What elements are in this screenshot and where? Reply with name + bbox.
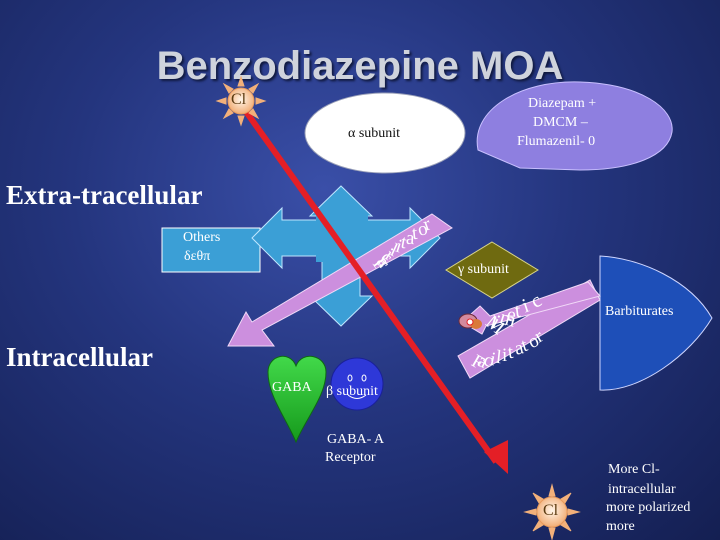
arrow-label-letter: i: [502, 344, 508, 366]
facilitator-upper-arrow: [227, 213, 453, 347]
others-subunit-label: Others: [183, 230, 221, 245]
chloride-ion-bottom-label: Cl: [543, 502, 559, 519]
effect-line-4: more: [606, 519, 635, 534]
chloride-ion-top-icon: [215, 75, 267, 127]
receptor-label-line-1: GABA- A: [327, 432, 385, 447]
mimetic-gaba-blobs: [458, 313, 482, 329]
barbiturate-binding-shape: [599, 255, 713, 391]
alpha-subunit-oval: [304, 92, 466, 174]
chloride-ion-bottom-icon: [523, 483, 581, 540]
beta-face: [347, 374, 367, 399]
extracellular-label: Extra-tracellular: [6, 180, 203, 210]
others-subunit-box: [161, 227, 261, 273]
chloride-ion-top-label: Cl: [231, 91, 247, 108]
others-subunit-greek: δεθπ: [184, 249, 211, 264]
chloride-flow-line: [239, 104, 499, 464]
chloride-flow-arrowhead: [484, 440, 508, 474]
gaba-heart: [267, 355, 327, 444]
drug-binding-oval: [476, 81, 673, 171]
alpha-subunit-label: α subunit: [348, 126, 401, 141]
effect-line-1: More Cl-: [608, 462, 660, 477]
barbiturates-label: Barbiturates: [605, 304, 674, 319]
slide-title: Benzodiazepine MOA: [156, 44, 564, 88]
gamma-subunit-diamond: [445, 241, 539, 299]
receptor-label-line-2: Receptor: [325, 450, 376, 465]
drug-line-3: Flumazenil- 0: [517, 134, 596, 149]
gamma-subunit-label: γ subunit: [458, 262, 509, 277]
beta-subunit-circle: [330, 357, 384, 411]
intracellular-label: Intracellular: [6, 342, 153, 372]
drug-line-1: Diazepam +: [528, 96, 597, 111]
drug-line-2: DMCM –: [533, 115, 588, 130]
beta-subunit-label: β subunit: [326, 384, 378, 399]
gaba-label: GABA: [272, 380, 312, 395]
effect-line-3: more polarized: [606, 500, 691, 515]
effect-line-2: intracellular: [608, 482, 676, 497]
